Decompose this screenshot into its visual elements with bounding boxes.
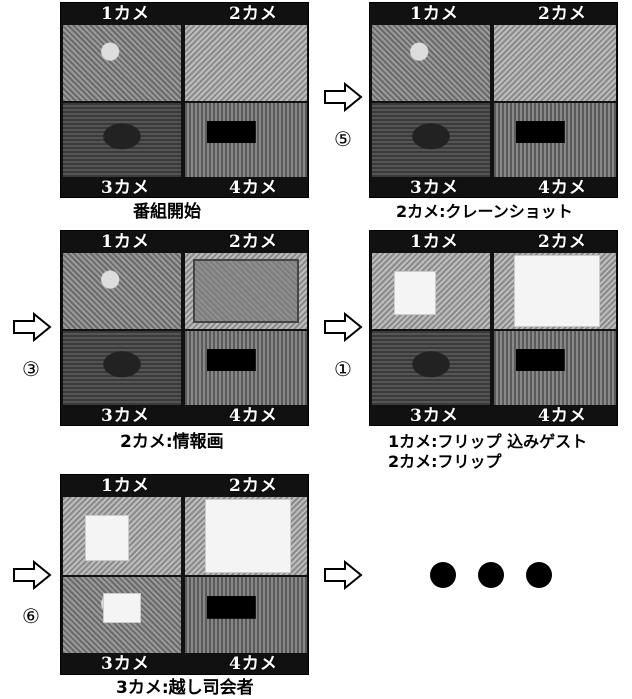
cam3-label: 3カメ [410, 406, 459, 426]
cam2-label: 2カメ [538, 4, 587, 24]
step-number: ⑤ [334, 127, 352, 151]
cam2-view [185, 497, 307, 575]
caption-flip-guest-line1: 1カメ:フリップ 込みゲスト [388, 432, 588, 451]
right-arrow-icon [324, 82, 363, 112]
cam2-view [185, 25, 307, 101]
cam2-label: 2カメ [229, 476, 278, 496]
cam4-view [185, 103, 307, 177]
continuation-dots [430, 562, 552, 588]
cam4-label: 4カメ [229, 178, 278, 198]
flip-board [103, 593, 141, 623]
cam2-label: 2カメ [229, 4, 278, 24]
cam1-view [63, 497, 181, 575]
cam3-label: 3カメ [101, 406, 150, 426]
cam2-view [494, 253, 616, 329]
caption-program-start: 番組開始 [133, 202, 201, 222]
cam1-label: 1カメ [101, 4, 150, 24]
cam3-label: 3カメ [101, 654, 150, 674]
cam3-view [372, 103, 490, 177]
cam1-view [63, 25, 181, 101]
flip-board [205, 499, 291, 573]
flip-board [514, 255, 600, 327]
right-arrow-icon [13, 560, 52, 590]
step-number: ③ [22, 357, 40, 381]
cam3-view [372, 331, 490, 405]
cam2-label: 2カメ [538, 232, 587, 252]
ellipsis-dot [478, 562, 504, 588]
flip-board [394, 271, 436, 315]
cam2-view [494, 25, 616, 101]
cam1-view [63, 253, 181, 329]
cam3-view [63, 577, 181, 653]
frame-over-shoulder-host: 1カメ 2カメ 3カメ 4カメ [60, 474, 309, 675]
cam1-label: 1カメ [410, 4, 459, 24]
info-screen-board [193, 259, 299, 323]
right-arrow-icon [13, 312, 52, 342]
cam4-view [185, 577, 307, 653]
cam1-label: 1カメ [101, 232, 150, 252]
right-arrow-icon [324, 560, 363, 590]
flip-board [85, 515, 129, 561]
step-number: ① [334, 357, 352, 381]
caption-flip-guest-line2: 2カメ:フリップ [388, 452, 502, 471]
cam2-label: 2カメ [229, 232, 278, 252]
cam4-label: 4カメ [538, 178, 587, 198]
cam3-view [63, 103, 181, 177]
cam4-label: 4カメ [229, 406, 278, 426]
frame-program-start: 1カメ 2カメ 3カメ 4カメ [60, 2, 309, 198]
cam4-label: 4カメ [229, 654, 278, 674]
cam3-view [63, 331, 181, 405]
caption-over-shoulder-host: 3カメ:越し司会者 [116, 678, 254, 698]
cam1-view [372, 253, 490, 329]
cam3-label: 3カメ [410, 178, 459, 198]
cam4-label: 4カメ [538, 406, 587, 426]
step-number: ⑥ [22, 604, 40, 628]
cam3-label: 3カメ [101, 178, 150, 198]
caption-info-screen: 2カメ:情報画 [120, 432, 224, 452]
frame-info-screen: 1カメ 2カメ 3カメ 4カメ [60, 230, 309, 426]
caption-crane-shot: 2カメ:クレーンショット [396, 202, 573, 221]
ellipsis-dot [430, 562, 456, 588]
ellipsis-dot [526, 562, 552, 588]
cam4-view [185, 331, 307, 405]
cam4-view [494, 331, 616, 405]
cam1-view [372, 25, 490, 101]
cam4-view [494, 103, 616, 177]
cam1-label: 1カメ [410, 232, 459, 252]
cam1-label: 1カメ [101, 476, 150, 496]
frame-crane-shot: 1カメ 2カメ 3カメ 4カメ [369, 2, 618, 198]
frame-flip-guest: 1カメ 2カメ 3カメ 4カメ [369, 230, 618, 426]
right-arrow-icon [324, 312, 363, 342]
cam2-view [185, 253, 307, 329]
